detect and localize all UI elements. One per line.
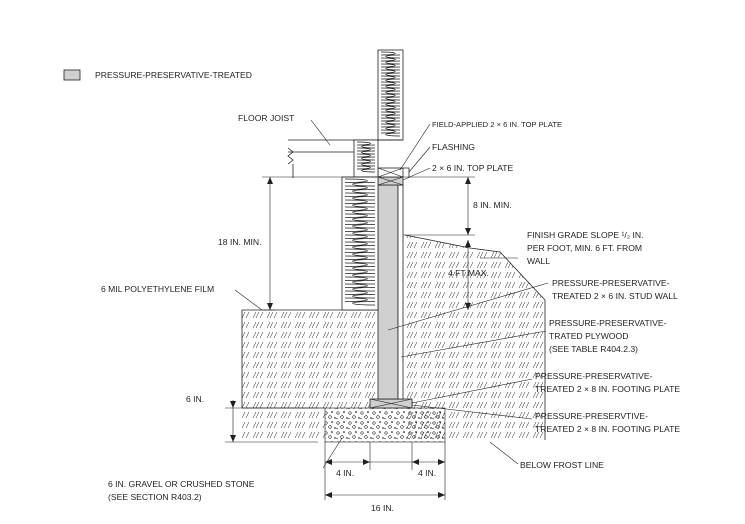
label-four-in-left: 4 IN. <box>336 468 354 478</box>
label-plywood-2: TRATED PLYWOOD <box>549 331 628 341</box>
stud-wall <box>377 184 399 400</box>
label-sixteen-in: 16 IN. <box>371 503 394 513</box>
label-polyethylene: 6 MIL POLYETHYLENE FILM <box>101 284 214 294</box>
wall-insulation <box>344 178 376 306</box>
label-finish-grade-2: PER FOOT, MIN. 6 FT. FROM <box>527 243 642 253</box>
label-gravel-1: 6 IN. GRAVEL OR CRUSHED STONE <box>108 479 255 489</box>
exterior-backfill-soil <box>405 235 545 440</box>
label-four-ft-max: 4 FT MAX. <box>448 268 489 278</box>
label-stud-wall-1: PRESSURE-PRESERVATIVE- <box>552 278 670 288</box>
label-plywood-3: (SEE TABLE R404.2.3) <box>549 344 638 354</box>
floor-joist-lines <box>288 139 403 153</box>
label-four-in-right: 4 IN. <box>418 468 436 478</box>
label-six-in: 6 IN. <box>186 394 204 404</box>
label-gravel-2: (SEE SECTION R403.2) <box>108 492 202 502</box>
label-top-plate: 2 × 6 IN. TOP PLATE <box>432 163 514 173</box>
legend-swatch <box>63 69 81 81</box>
rim-insulation <box>356 141 376 173</box>
legend-label: PRESSURE-PRESERVATIVE-TREATED <box>95 70 252 80</box>
soil-under-interior <box>242 408 325 440</box>
label-eight-in-min: 8 IN. MIN. <box>473 200 512 210</box>
upper-wall-insulation <box>380 51 401 137</box>
label-eighteen-in-min: 18 IN. MIN. <box>218 237 261 247</box>
label-footing-plate-lower-1: PRESSURE-PRESERVTIVE- <box>535 411 648 421</box>
label-field-applied-top-plate: FIELD-APPLIED 2 × 6 IN. TOP PLATE <box>432 120 562 129</box>
label-finish-grade-1: FINISH GRADE SLOPE ¹/₂ IN. <box>527 230 644 240</box>
label-floor-joist: FLOOR JOIST <box>238 113 295 123</box>
flashing <box>403 167 410 178</box>
label-below-frost: BELOW FROST LINE <box>520 460 604 470</box>
label-footing-plate-lower-2: TREATED 2 × 8 IN. FOOTING PLATE <box>535 424 680 434</box>
label-footing-plate-upper-2: TREATED 2 × 8 IN. FOOTING PLATE <box>535 384 680 394</box>
plywood-sheathing <box>397 184 404 400</box>
label-flashing: FLASHING <box>432 142 475 152</box>
label-stud-wall-2: TREATED 2 × 6 IN. STUD WALL <box>552 291 678 301</box>
label-footing-plate-upper-1: PRESSURE-PRESERVATIVE- <box>535 371 653 381</box>
upper-wall <box>377 49 404 141</box>
label-plywood-1: PRESSURE-PRESERVATIVE- <box>549 318 667 328</box>
interior-fill-soil <box>242 310 377 408</box>
label-finish-grade-3: WALL <box>527 256 550 266</box>
leader-floor-joist <box>310 119 331 146</box>
